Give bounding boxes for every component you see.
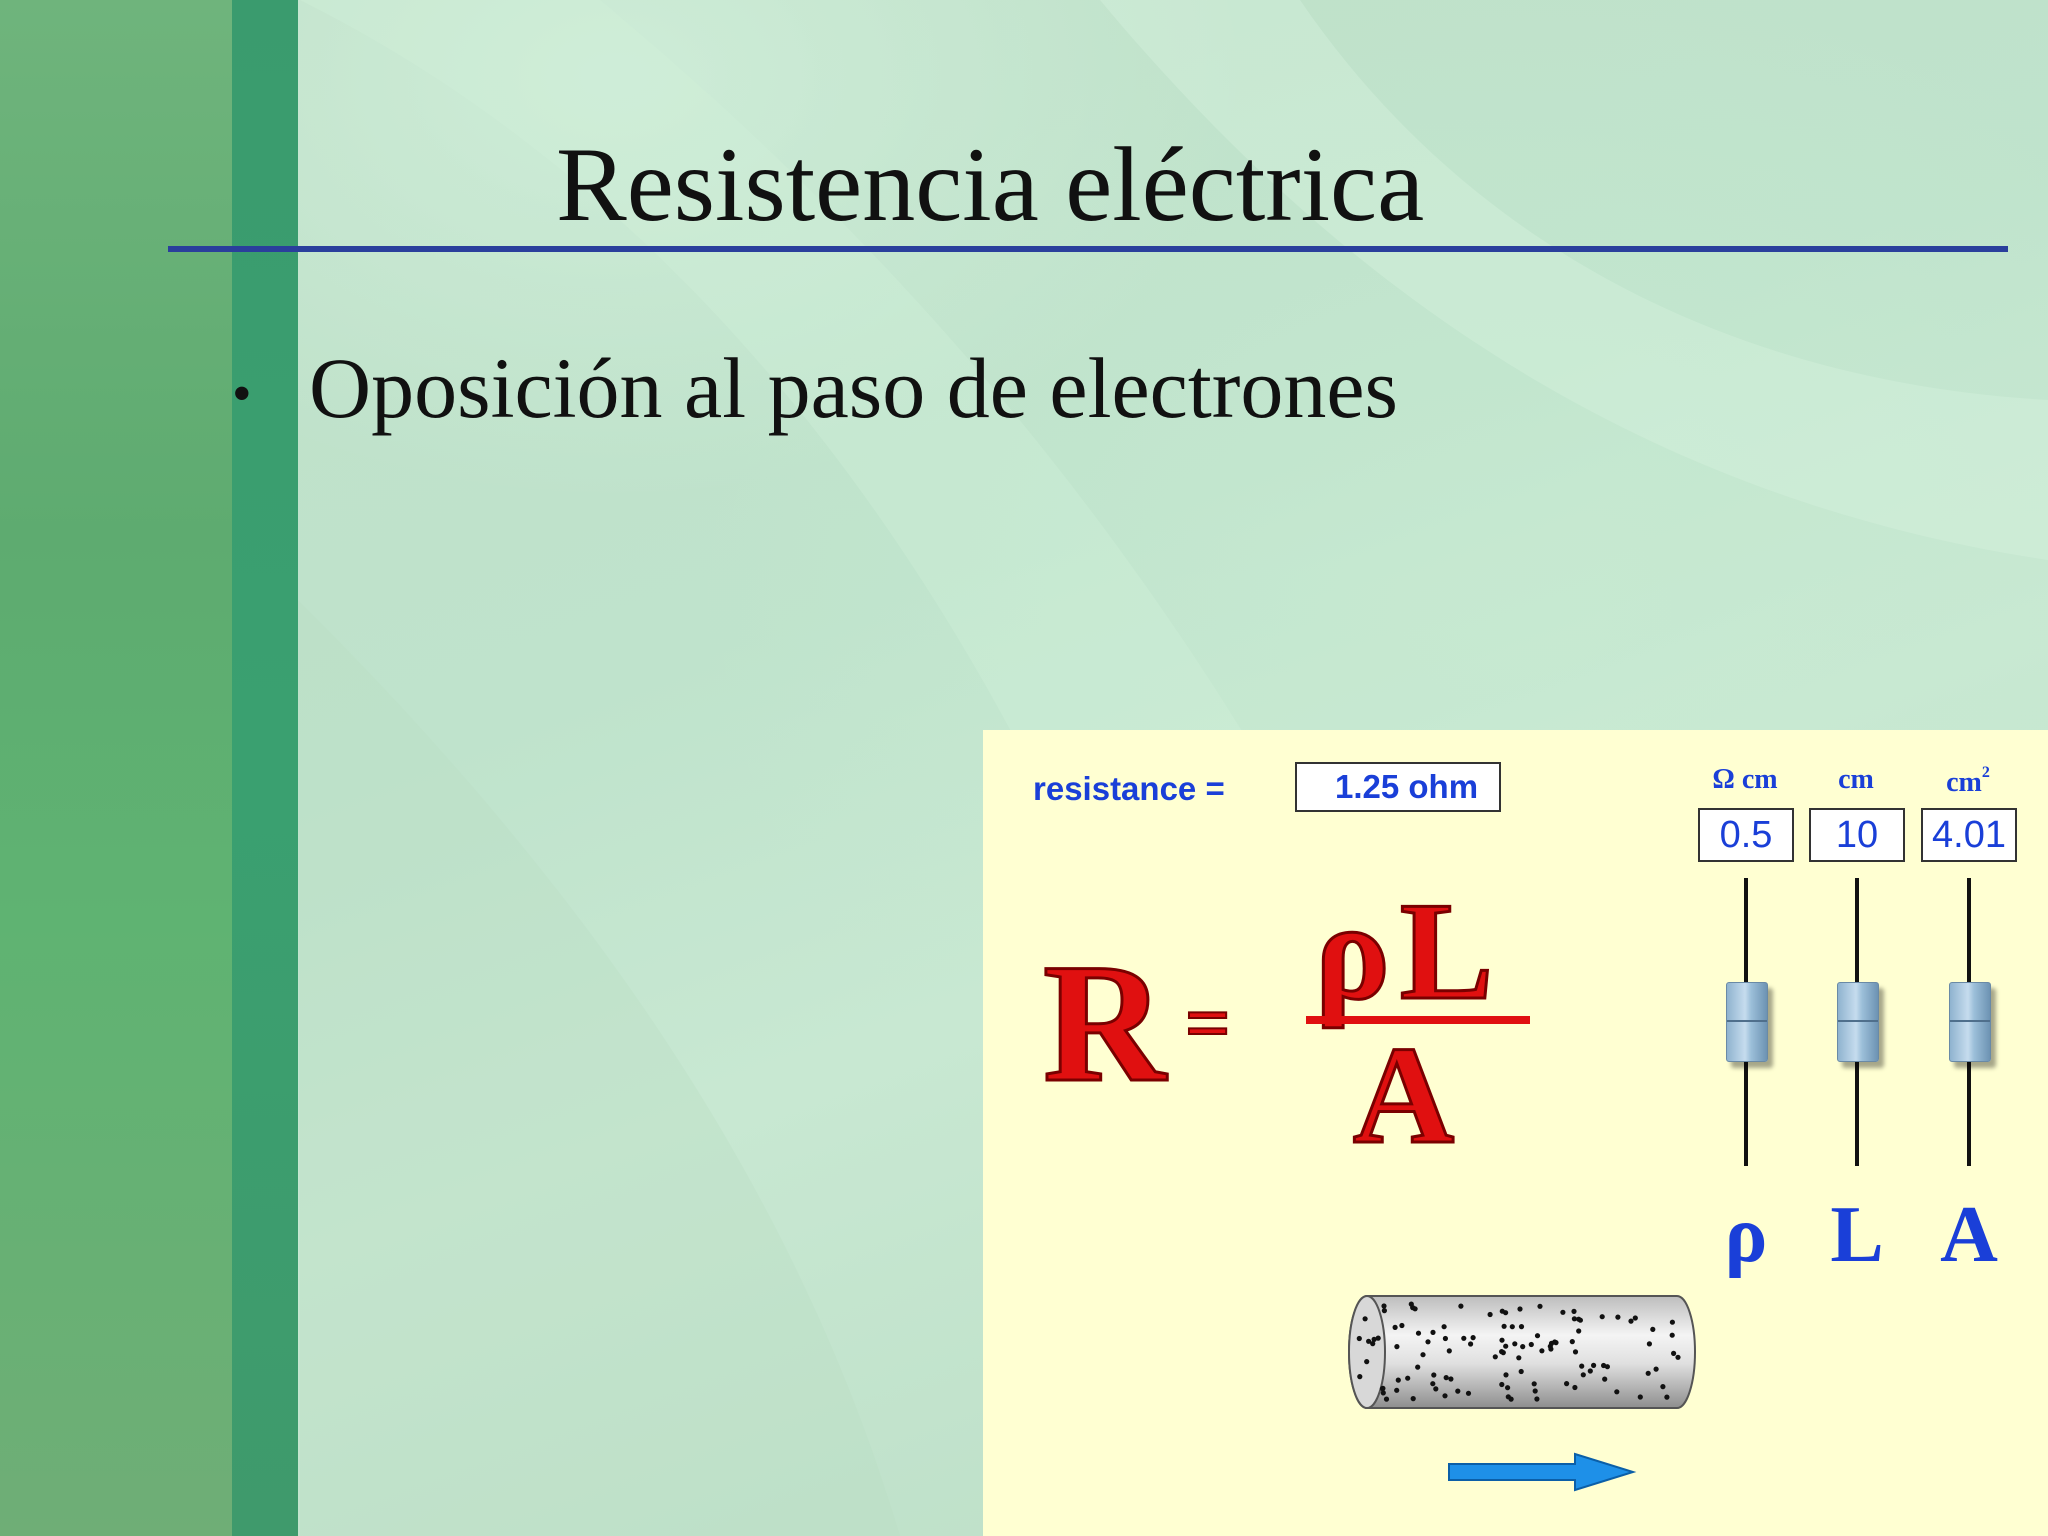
formula-denominator: A — [1353, 1018, 1454, 1170]
left-decorative-band — [0, 0, 232, 1536]
conductor-cylinder-icon — [1348, 1295, 1696, 1409]
bullet-marker: • — [232, 363, 252, 425]
area-unit-label: cm2 — [1913, 764, 2023, 799]
title-underline — [168, 246, 2008, 252]
resistance-formula: R = ρL A — [1043, 873, 1530, 1170]
area-slider-thumb[interactable] — [1949, 982, 1991, 1062]
bullet-text: Oposición al paso de electrones — [309, 340, 1398, 436]
formula-equals: = — [1185, 980, 1231, 1068]
rho-slider-thumb[interactable] — [1726, 982, 1768, 1062]
area-symbol: A — [1940, 1191, 1998, 1279]
resistance-value-display: 1.25 ohm — [1295, 762, 1501, 812]
rho-value-field[interactable]: 0.5 — [1698, 808, 1794, 862]
length-value-field[interactable]: 10 — [1809, 808, 1905, 862]
rho-unit-label: Ω cm — [1712, 764, 1778, 795]
rho-symbol: ρ — [1724, 1191, 1768, 1279]
left-decorative-stripe — [232, 0, 298, 1536]
resistance-label: resistance = — [1033, 770, 1225, 807]
fraction-bar — [1306, 1016, 1530, 1024]
area-unit-text: cm — [1946, 767, 1982, 798]
length-slider-thumb[interactable] — [1837, 982, 1879, 1062]
length-symbol: L — [1830, 1191, 1884, 1279]
electron-dots — [1356, 1301, 1681, 1402]
area-value-field[interactable]: 4.01 — [1921, 808, 2017, 862]
current-direction-arrow-icon — [1448, 1452, 1637, 1492]
area-unit-superscript: 2 — [1981, 764, 1990, 781]
formula-numerator: ρL — [1315, 874, 1503, 1029]
length-unit-label: cm — [1838, 764, 1874, 795]
slide-title: Resistencia eléctrica — [556, 126, 1425, 243]
resistance-applet: resistance = 1.25 ohm R = ρL A Ω cm 0.5 … — [983, 730, 2048, 1536]
formula-lhs: R — [1043, 929, 1168, 1117]
